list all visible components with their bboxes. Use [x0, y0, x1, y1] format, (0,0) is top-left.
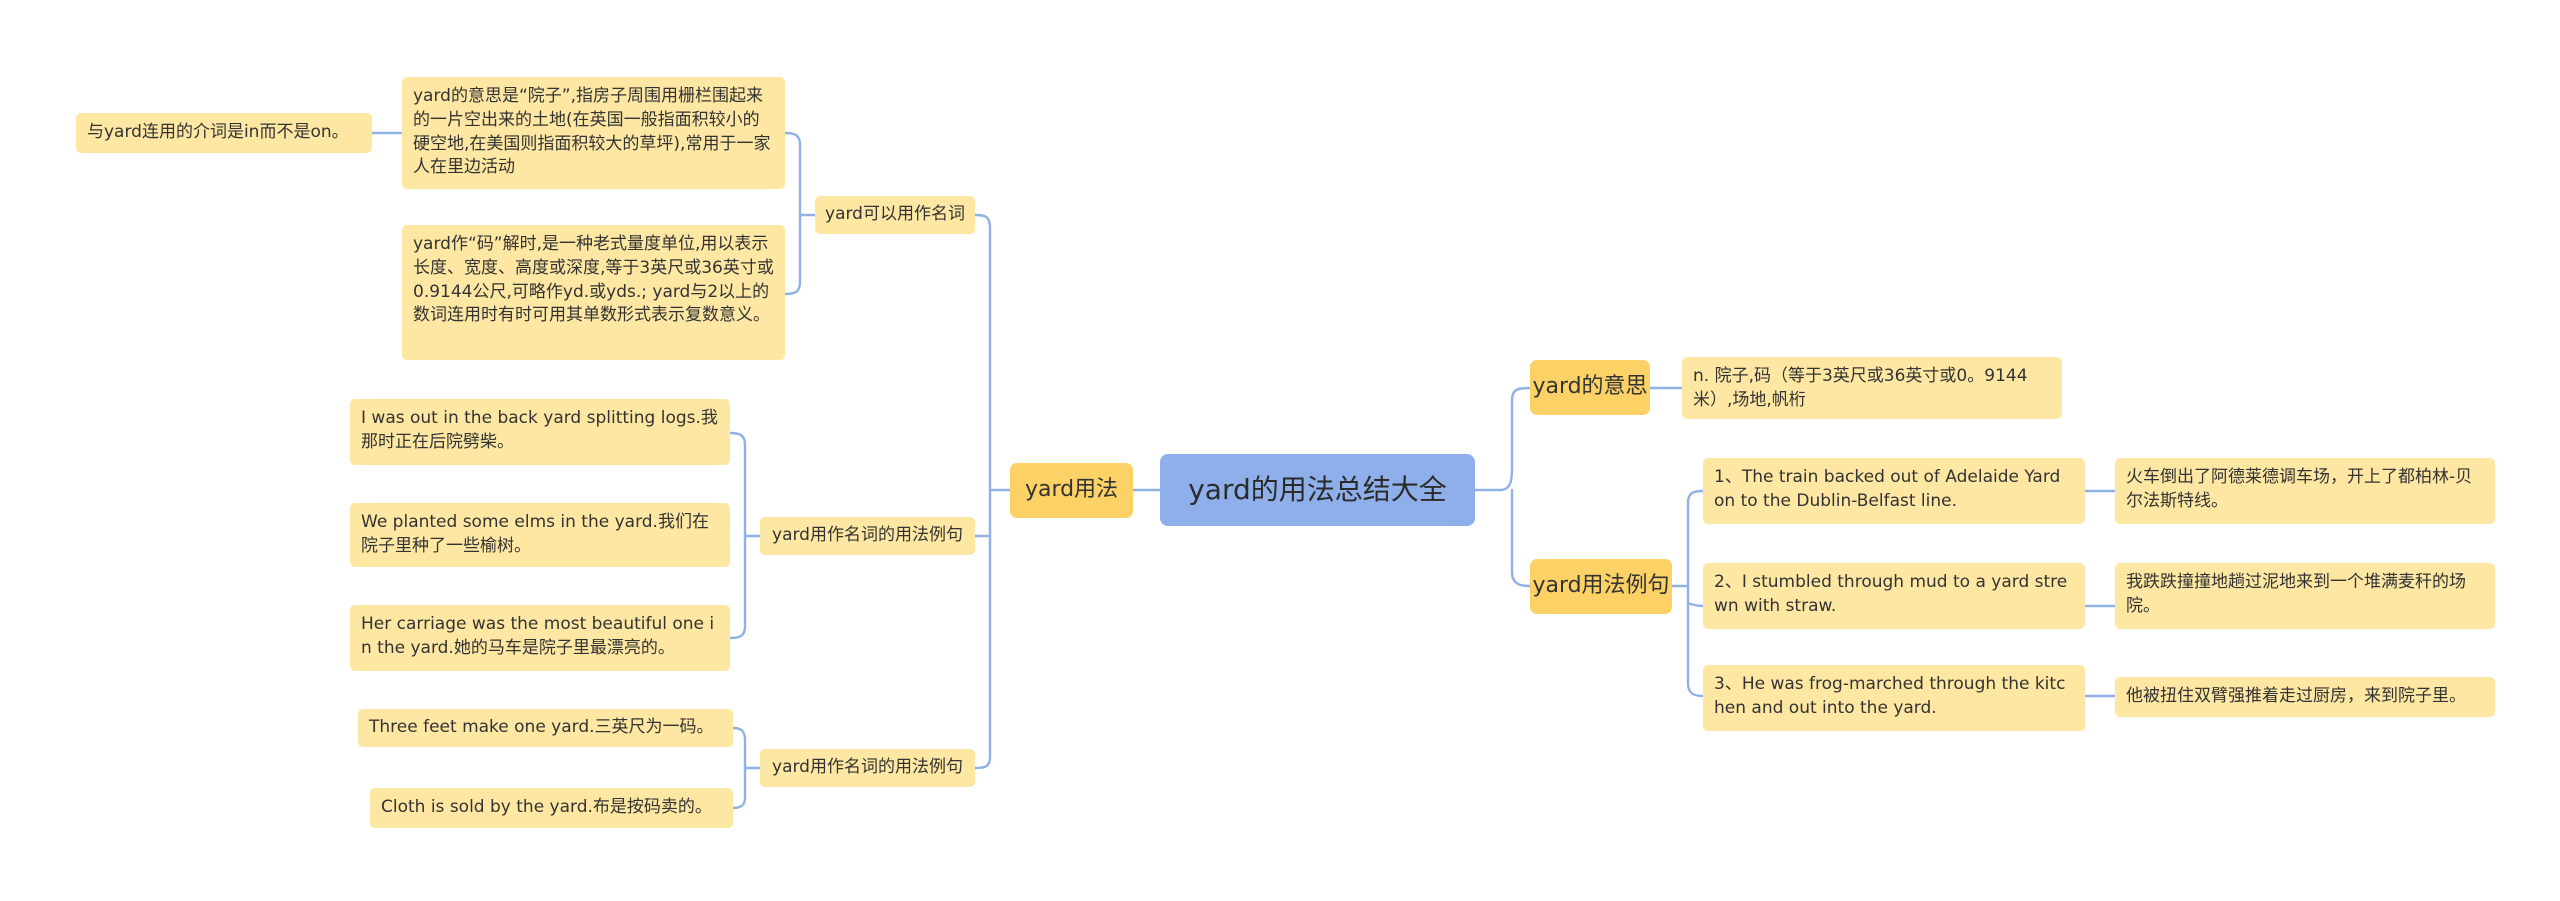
leaf-example-back-yard[interactable]: I was out in the back yard splitting log… [350, 399, 730, 465]
leaf-example-frog-zh-text: 他被扭住双臂强推着走过厨房，来到院子里。 [2126, 686, 2466, 707]
topic-yard-usage[interactable]: yard用法 [1010, 463, 1133, 518]
topic-yard-meaning[interactable]: yard的意思 [1530, 360, 1650, 415]
leaf-noun-def-measure[interactable]: yard作“码”解时,是一种老式量度单位,用以表示长度、宽度、高度或深度,等于3… [402, 225, 785, 360]
link-examples1 [728, 431, 762, 640]
leaf-example-train-en-text: 1、The train backed out of Adelaide Yard … [1714, 467, 2061, 511]
leaf-noun-def-courtyard[interactable]: yard的意思是“院子”,指房子周围用栅栏围起来的一片空出来的土地(在英国一般指… [402, 77, 785, 189]
leaf-example-carriage[interactable]: Her carriage was the most beautiful one … [350, 605, 730, 671]
topic-yard-examples[interactable]: yard用法例句 [1530, 559, 1672, 614]
leaf-example-elms[interactable]: We planted some elms in the yard.我们在院子里种… [350, 503, 730, 567]
leaf-example-frog-zh[interactable]: 他被扭住双臂强推着走过厨房，来到院子里。 [2115, 677, 2495, 717]
leaf-example-back-yard-text: I was out in the back yard splitting log… [361, 408, 718, 452]
leaf-example-mud-en-text: 2、I stumbled through mud to a yard strew… [1714, 572, 2068, 616]
leaf-noun-def-courtyard-text: yard的意思是“院子”,指房子周围用栅栏围起来的一片空出来的土地(在英国一般指… [413, 86, 771, 178]
subtopic-noun-examples-1-label: yard用作名词的用法例句 [772, 525, 963, 546]
link-left-trunk [973, 213, 1012, 770]
subtopic-noun-examples-2[interactable]: yard用作名词的用法例句 [760, 749, 975, 787]
leaf-example-cloth[interactable]: Cloth is sold by the yard.布是按码卖的。 [370, 788, 733, 828]
leaf-meaning-definition-text: n. 院子,码（等于3英尺或36英寸或0。9144米）,场地,帆桁 [1693, 366, 2028, 410]
leaf-preposition-note[interactable]: 与yard连用的介词是in而不是on。 [76, 113, 372, 153]
subtopic-noun-examples-2-label: yard用作名词的用法例句 [772, 757, 963, 778]
leaf-example-train-en[interactable]: 1、The train backed out of Adelaide Yard … [1703, 458, 2085, 524]
link-right-examples [1670, 489, 1705, 698]
leaf-example-cloth-text: Cloth is sold by the yard.布是按码卖的。 [381, 797, 712, 818]
subtopic-noun[interactable]: yard可以用作名词 [815, 196, 975, 234]
leaf-preposition-note-text: 与yard连用的介词是in而不是on。 [87, 122, 349, 143]
root-topic[interactable]: yard的用法总结大全 [1160, 454, 1475, 526]
leaf-example-mud-en[interactable]: 2、I stumbled through mud to a yard strew… [1703, 563, 2085, 629]
subtopic-noun-label: yard可以用作名词 [825, 204, 965, 225]
subtopic-noun-examples-1[interactable]: yard用作名词的用法例句 [760, 517, 975, 555]
leaf-example-three-feet[interactable]: Three feet make one yard.三英尺为一码。 [358, 709, 733, 747]
leaf-example-train-zh[interactable]: 火车倒出了阿德莱德调车场，开上了都柏林-贝尔法斯特线。 [2115, 458, 2495, 524]
leaf-example-elms-text: We planted some elms in the yard.我们在院子里种… [361, 512, 709, 556]
leaf-example-train-zh-text: 火车倒出了阿德莱德调车场，开上了都柏林-贝尔法斯特线。 [2126, 467, 2473, 511]
leaf-example-mud-zh-text: 我跌跌撞撞地趟过泥地来到一个堆满麦秆的场院。 [2126, 572, 2466, 616]
leaf-example-mud-zh[interactable]: 我跌跌撞撞地趟过泥地来到一个堆满麦秆的场院。 [2115, 563, 2495, 629]
leaf-noun-def-measure-text: yard作“码”解时,是一种老式量度单位,用以表示长度、宽度、高度或深度,等于3… [413, 234, 774, 326]
topic-yard-usage-label: yard用法 [1024, 477, 1119, 503]
link-noun-group [783, 131, 817, 296]
link-root-right [1473, 386, 1532, 588]
leaf-example-carriage-text: Her carriage was the most beautiful one … [361, 614, 715, 658]
root-topic-label: yard的用法总结大全 [1188, 473, 1447, 507]
topic-yard-meaning-label: yard的意思 [1532, 374, 1648, 400]
leaf-meaning-definition[interactable]: n. 院子,码（等于3英尺或36英寸或0。9144米）,场地,帆桁 [1682, 357, 2062, 419]
topic-yard-examples-label: yard用法例句 [1532, 573, 1670, 599]
leaf-example-frog-en-text: 3、He was frog-marched through the kitche… [1714, 674, 2066, 718]
leaf-example-three-feet-text: Three feet make one yard.三英尺为一码。 [369, 717, 714, 738]
leaf-example-frog-en[interactable]: 3、He was frog-marched through the kitche… [1703, 665, 2085, 731]
link-examples2 [731, 726, 762, 810]
